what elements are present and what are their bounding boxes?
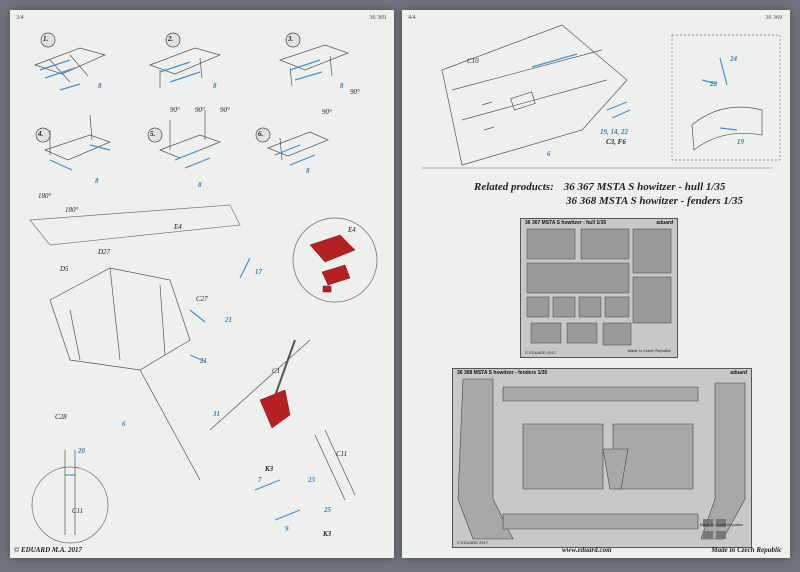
part-number: 8 <box>213 82 217 90</box>
fret-brand: eduard <box>656 220 673 226</box>
part-label: C1 <box>272 367 281 375</box>
part-number: 25 <box>324 506 331 514</box>
step-2-label: 2. <box>168 35 174 43</box>
part-label: C27 <box>196 295 208 303</box>
part-number: 21 <box>200 357 207 365</box>
fret-hull-image: 36 367 MSTA S howitzer - hull 1/35 eduar… <box>520 218 678 358</box>
part-number: 8 <box>95 177 99 185</box>
step-1-label: 1. <box>43 35 49 43</box>
fret-code: © EDUARD 2017 <box>525 350 556 355</box>
part-number: 19 <box>737 138 744 146</box>
part-label: C10 <box>467 57 479 65</box>
right-instruction-page: 4/4 36 369 C10 C3, F6 24 22 19 19, 14, 2… <box>402 10 790 558</box>
part-number: 22 <box>710 80 717 88</box>
fret-fenders-parts <box>457 378 746 540</box>
fret-title: 36 368 MSTA S howitzer - fenders 1/35 <box>457 370 548 376</box>
part-label: E4 <box>174 223 182 231</box>
left-instruction-page: 3/4 36 369 <box>10 10 394 558</box>
part-number: 21 <box>225 316 232 324</box>
right-assembly-drawings <box>422 24 781 169</box>
left-assembly-drawings <box>29 32 378 544</box>
part-number: 8 <box>306 167 310 175</box>
part-label: K3 <box>265 465 274 473</box>
part-label: E4 <box>348 226 356 234</box>
part-number: 6 <box>122 420 126 428</box>
part-label: C3, F6 <box>606 138 626 146</box>
part-label: D5 <box>60 265 69 273</box>
set-number: 36 369 <box>765 15 783 21</box>
part-number: 17 <box>255 268 262 276</box>
fret-code: © EDUARD 2017 <box>457 540 488 545</box>
angle-label: 90° <box>170 106 180 114</box>
related-product-hull[interactable]: 36 367 MSTA S howitzer - hull 1/35 <box>563 181 726 193</box>
website-url[interactable]: www.eduard.com <box>562 546 612 554</box>
related-header: Related products: <box>474 181 554 193</box>
related-product-fenders[interactable]: 36 368 MSTA S howitzer - fenders 1/35 <box>566 195 743 207</box>
fret-brand: eduard <box>730 370 747 376</box>
angle-label: 90° <box>220 106 230 114</box>
page-label: 3/4 <box>16 15 24 21</box>
part-number: 8 <box>98 82 102 90</box>
part-number: 20 <box>78 447 85 455</box>
part-number: 8 <box>198 181 202 189</box>
fret-title: 36 367 MSTA S howitzer - hull 1/35 <box>525 220 607 226</box>
step-3-label: 3. <box>288 35 294 43</box>
angle-label: 180° <box>38 192 52 200</box>
part-number: 6 <box>547 150 551 158</box>
fret-hull-parts <box>526 228 672 346</box>
step-5-label: 5. <box>150 130 156 138</box>
part-number: 24 <box>730 55 737 63</box>
angle-label: 180° <box>65 206 79 214</box>
part-number: 9 <box>285 525 289 533</box>
part-number: 19, 14, 22 <box>600 128 628 136</box>
part-number: 8 <box>340 82 344 90</box>
part-number: 31 <box>213 410 220 418</box>
fret-made: Made in Czech Republic <box>699 522 743 527</box>
step-4-label: 4. <box>38 130 44 138</box>
part-number: 7 <box>258 476 262 484</box>
set-number: 36 369 <box>369 15 387 21</box>
part-label: K3 <box>323 530 332 538</box>
part-label: C11 <box>72 507 84 515</box>
copyright: © EDUARD M.A. 2017 <box>14 546 83 554</box>
page-label: 4/4 <box>408 15 416 21</box>
angle-label: 90° <box>322 108 332 116</box>
angle-label: 90° <box>350 88 360 96</box>
part-number: 23 <box>308 476 315 484</box>
angle-label: 90° <box>195 106 205 114</box>
made-in: Made in Czech Republic <box>711 546 782 554</box>
step-6-label: 6. <box>258 130 264 138</box>
part-label: D27 <box>98 248 111 256</box>
part-label: C28 <box>55 413 67 421</box>
fret-fenders-image: 36 368 MSTA S howitzer - fenders 1/35 ed… <box>452 368 752 548</box>
part-label: C11 <box>336 450 348 458</box>
fret-made: Made in Czech Republic <box>627 348 671 353</box>
related-products: Related products: 36 367 MSTA S howitzer … <box>474 180 743 208</box>
